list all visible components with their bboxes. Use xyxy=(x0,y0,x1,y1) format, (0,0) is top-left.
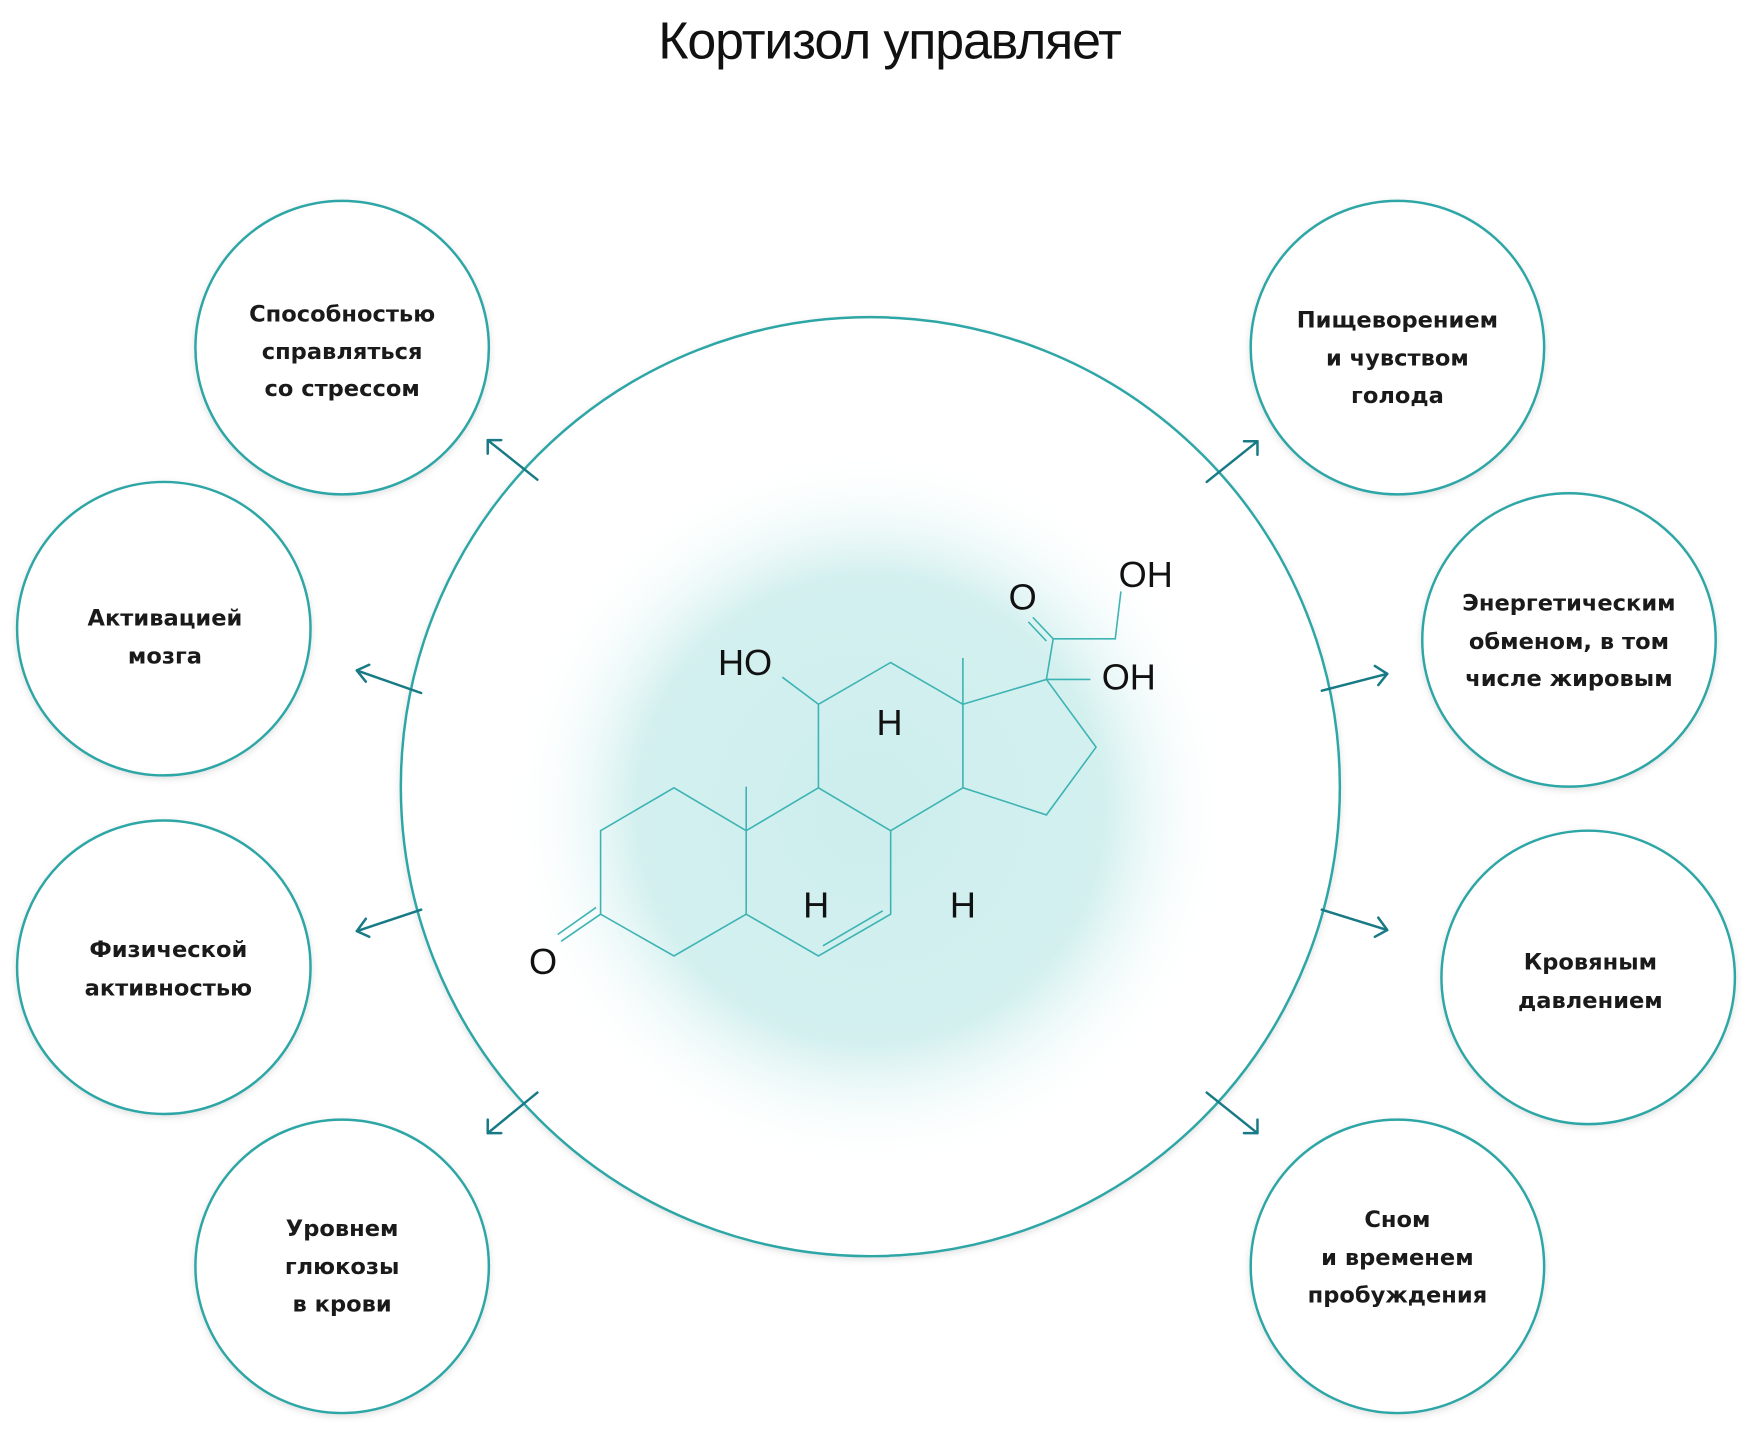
atom-oh-top: OH xyxy=(1119,554,1173,595)
page-title: Кортизол управляет xyxy=(658,13,1121,71)
ring-d xyxy=(962,678,1098,816)
molecule-glow xyxy=(509,448,1232,1171)
atom-oh-right: OH xyxy=(1102,657,1156,698)
atom-h: H xyxy=(950,885,976,926)
arrow-icon xyxy=(355,908,423,939)
ring-c xyxy=(817,661,964,832)
arrow-icon xyxy=(1320,908,1389,939)
atom-h: H xyxy=(876,702,902,743)
cortisol-molecule: O HO O OH OH H H H xyxy=(529,554,1173,982)
arrow-icon xyxy=(355,663,423,695)
arrow-icon xyxy=(1205,440,1259,484)
atom-ho: HO xyxy=(718,642,772,683)
arrow-icon xyxy=(486,438,539,481)
atom-h: H xyxy=(803,885,829,926)
arrow-icon xyxy=(1205,1091,1259,1135)
arrows xyxy=(355,438,1389,1135)
atom-o-top: O xyxy=(1009,576,1037,617)
arrow-icon xyxy=(1320,664,1389,692)
ring-b xyxy=(745,786,892,957)
atom-o-left: O xyxy=(529,941,557,982)
arrow-icon xyxy=(486,1091,539,1135)
